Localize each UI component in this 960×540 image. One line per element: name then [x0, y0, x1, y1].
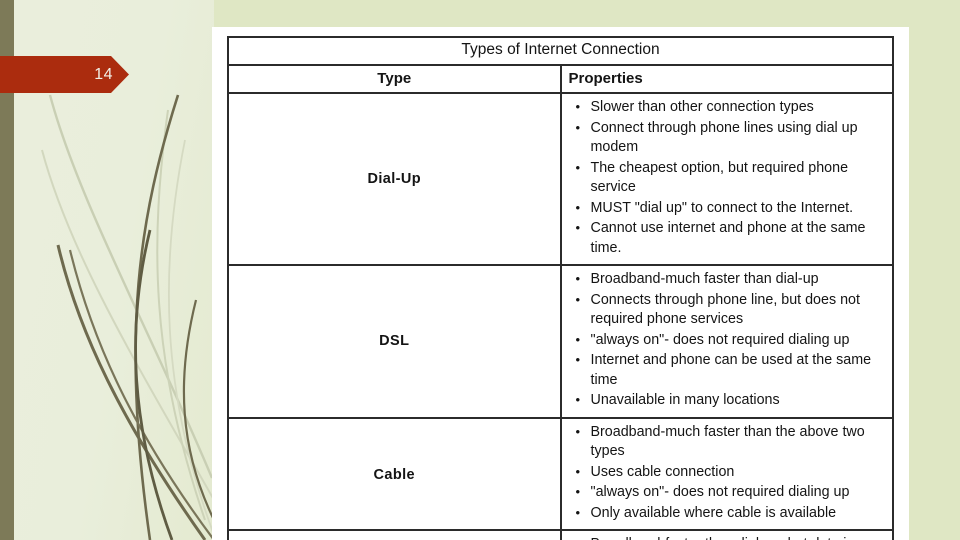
row-type-dsl: DSL	[227, 264, 562, 419]
row-type-dial-up: Dial-Up	[227, 92, 562, 266]
table-row: Cable Broadband-much faster than the abo…	[227, 416, 894, 531]
row-type-cable: Cable	[227, 416, 562, 531]
list-item: Broadband-much faster than the above two…	[576, 422, 887, 462]
grass-decoration-icon	[41, 94, 214, 540]
column-header-properties: Properties	[559, 64, 894, 94]
column-header-type: Type	[227, 64, 562, 94]
row-properties-cable: Broadband-much faster than the above two…	[559, 416, 894, 531]
list-item: "always on"- does not required dialing u…	[576, 330, 887, 351]
row-properties-dial-up: Slower than other connection types Conne…	[559, 92, 894, 266]
list-item: Only available where cable is available	[576, 503, 887, 524]
left-edge-bar	[0, 0, 14, 540]
table-title-row: Types of Internet Connection	[227, 36, 894, 66]
list-item: Slower than other connection types	[576, 97, 887, 118]
property-list: Broadband-faster than dial-up, but data …	[572, 534, 887, 540]
list-item: Connects through phone line, but does no…	[576, 290, 887, 330]
list-item: Broadband-faster than dial-up, but data …	[576, 534, 887, 540]
row-properties-satellite: Broadband-faster than dial-up, but data …	[559, 529, 894, 540]
table-title: Types of Internet Connection	[227, 36, 894, 66]
list-item: Internet and phone can be used at the sa…	[576, 350, 887, 390]
list-item: Connect through phone lines using dial u…	[576, 118, 887, 158]
row-properties-dsl: Broadband-much faster than dial-up Conne…	[559, 264, 894, 419]
table-header-row: Type Properties	[227, 64, 894, 94]
list-item: Uses cable connection	[576, 462, 887, 483]
row-type-satellite: Satellite	[227, 529, 562, 540]
property-list: Broadband-much faster than the above two…	[572, 422, 887, 524]
table-row: Satellite Broadband-faster than dial-up,…	[227, 529, 894, 540]
list-item: Unavailable in many locations	[576, 390, 887, 411]
slide-number-label: 14	[94, 66, 113, 83]
list-item: MUST "dial up" to connect to the Interne…	[576, 198, 887, 219]
list-item: The cheapest option, but required phone …	[576, 158, 887, 198]
list-item: "always on"- does not required dialing u…	[576, 482, 887, 503]
list-item: Cannot use internet and phone at the sam…	[576, 218, 887, 258]
table-row: DSL Broadband-much faster than dial-up C…	[227, 264, 894, 419]
slide-number-badge: 14	[0, 56, 129, 93]
content-card: Types of Internet Connection Type Proper…	[212, 27, 909, 540]
property-list: Broadband-much faster than dial-up Conne…	[572, 269, 887, 411]
badge-arrow-shape-icon	[0, 56, 129, 93]
internet-connection-table: Types of Internet Connection Type Proper…	[227, 36, 894, 540]
table-row: Dial-Up Slower than other connection typ…	[227, 92, 894, 266]
list-item: Broadband-much faster than dial-up	[576, 269, 887, 290]
property-list: Slower than other connection types Conne…	[572, 97, 887, 258]
